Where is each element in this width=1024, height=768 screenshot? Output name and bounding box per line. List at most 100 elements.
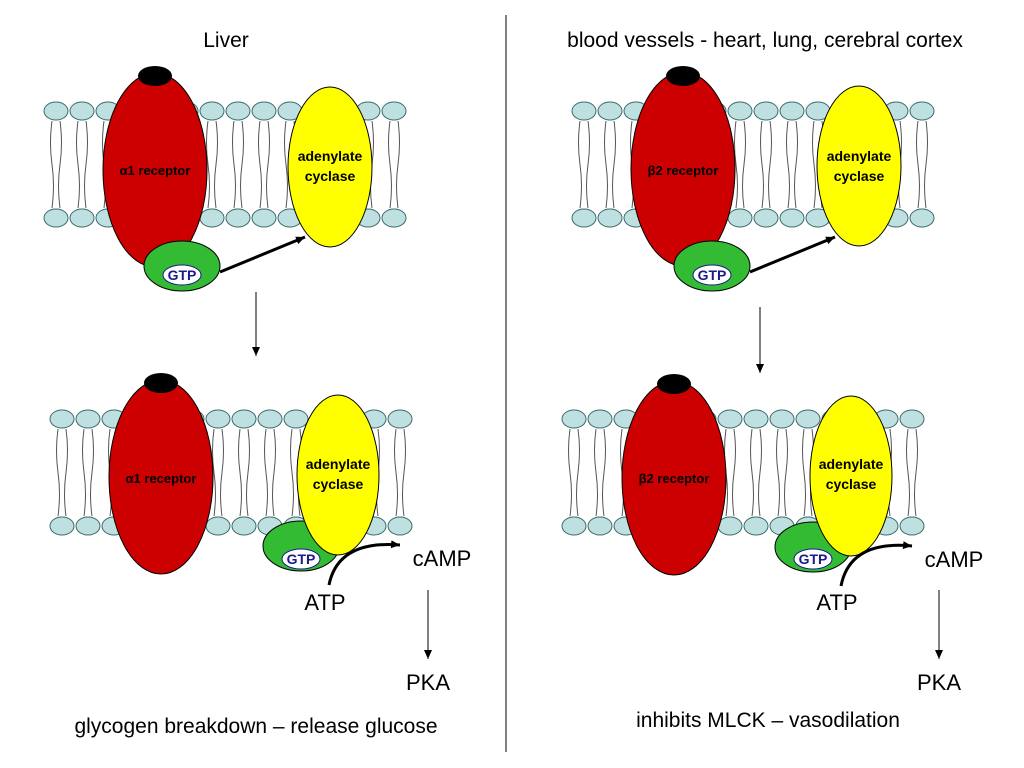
lipid-head bbox=[743, 409, 769, 429]
lipid-head bbox=[225, 208, 251, 228]
lipid-head bbox=[899, 516, 925, 536]
lipid-tail bbox=[284, 120, 288, 209]
lipid-head bbox=[231, 516, 257, 536]
conversion-arrow bbox=[839, 541, 913, 587]
lipid-head bbox=[597, 101, 623, 121]
lipid-head bbox=[779, 208, 805, 228]
lipid-tail bbox=[802, 428, 806, 517]
enzyme-label: cyclase bbox=[313, 476, 364, 492]
lipid-head bbox=[571, 101, 597, 121]
lipid-head bbox=[205, 516, 231, 536]
lipid-tail bbox=[576, 428, 580, 517]
receptor-label: β2 receptor bbox=[639, 471, 710, 486]
lipid-tail bbox=[768, 120, 772, 209]
lipid-tail bbox=[732, 428, 736, 517]
lipid-head bbox=[205, 409, 231, 429]
lipid-head bbox=[49, 409, 75, 429]
lipid-tail bbox=[290, 428, 294, 517]
lipid-tail bbox=[586, 120, 590, 209]
camp-label: cAMP bbox=[413, 546, 472, 571]
lipid-tail bbox=[784, 428, 788, 517]
lipid-tail bbox=[388, 120, 392, 209]
adenylate-cyclase bbox=[296, 394, 380, 556]
lipid-tail bbox=[924, 120, 928, 209]
lipid-head bbox=[587, 409, 613, 429]
lipid-head bbox=[717, 409, 743, 429]
lipid-tail bbox=[232, 120, 236, 209]
lipid-tail bbox=[734, 120, 738, 209]
activation-arrow bbox=[749, 235, 836, 274]
lipid-tail bbox=[264, 428, 268, 517]
lipid-tail bbox=[594, 428, 598, 517]
lipid-tail bbox=[272, 428, 276, 517]
camp-label: cAMP bbox=[925, 547, 984, 572]
lipid-head bbox=[75, 516, 101, 536]
lipid-tail bbox=[76, 120, 80, 209]
lipid-head bbox=[69, 208, 95, 228]
lipid-head bbox=[753, 208, 779, 228]
gtp-label: GTP bbox=[698, 267, 727, 283]
lipid-head bbox=[225, 101, 251, 121]
lipid-tail bbox=[394, 428, 398, 517]
lipid-head bbox=[795, 409, 821, 429]
lipid-tail bbox=[396, 120, 400, 209]
lipid-tail bbox=[240, 120, 244, 209]
conversion-arrow bbox=[327, 540, 401, 586]
lipid-head bbox=[251, 101, 277, 121]
receptor-label: α1 receptor bbox=[126, 471, 197, 486]
activation-arrow bbox=[219, 235, 306, 274]
enzyme-label: cyclase bbox=[834, 168, 885, 184]
lipid-head bbox=[561, 516, 587, 536]
gtp-badge bbox=[793, 548, 833, 570]
ligand bbox=[144, 373, 178, 393]
lipid-tail bbox=[906, 428, 910, 517]
enzyme-label: cyclase bbox=[826, 476, 877, 492]
lipid-head bbox=[43, 101, 69, 121]
lipid-tail bbox=[578, 120, 582, 209]
lipid-tail bbox=[612, 120, 616, 209]
atp-label: ATP bbox=[816, 590, 857, 615]
adenylate-cyclase bbox=[809, 395, 893, 557]
ligand bbox=[666, 66, 700, 86]
lipid-tail bbox=[220, 428, 224, 517]
lipid-tail bbox=[812, 120, 816, 209]
left-panel-title: Liver bbox=[203, 29, 249, 52]
lipid-head bbox=[387, 516, 413, 536]
adenylate-cyclase bbox=[816, 85, 902, 247]
gtp-badge bbox=[162, 264, 202, 286]
lipid-tail bbox=[90, 428, 94, 517]
lipid-head bbox=[387, 409, 413, 429]
ligand bbox=[138, 66, 172, 86]
enzyme-label: adenylate bbox=[819, 456, 884, 472]
lipid-tail bbox=[916, 120, 920, 209]
right-outcome: inhibits MLCK – vasodilation bbox=[636, 709, 900, 732]
lipid-tail bbox=[750, 428, 754, 517]
lipid-head bbox=[909, 101, 935, 121]
lipid-head bbox=[779, 101, 805, 121]
lipid-tail bbox=[84, 120, 88, 209]
lipid-head bbox=[231, 409, 257, 429]
lipid-tail bbox=[50, 120, 54, 209]
lipid-tail bbox=[266, 120, 270, 209]
lipid-tail bbox=[786, 120, 790, 209]
lipid-tail bbox=[212, 428, 216, 517]
lipid-head bbox=[251, 208, 277, 228]
lipid-head bbox=[743, 516, 769, 536]
gtp-badge bbox=[692, 264, 732, 286]
enzyme-label: cyclase bbox=[305, 168, 356, 184]
gtp-label: GTP bbox=[799, 551, 828, 567]
lipid-tail bbox=[914, 428, 918, 517]
lipid-tail bbox=[246, 428, 250, 517]
atp-label: ATP bbox=[304, 590, 345, 615]
right-panel-title: blood vessels - heart, lung, cerebral co… bbox=[567, 29, 963, 52]
lipid-tail bbox=[206, 120, 210, 209]
gtp-label: GTP bbox=[287, 551, 316, 567]
lipid-head bbox=[769, 409, 795, 429]
enzyme-label: adenylate bbox=[298, 148, 363, 164]
lipid-head bbox=[727, 101, 753, 121]
lipid-tail bbox=[604, 120, 608, 209]
lipid-head bbox=[727, 208, 753, 228]
lipid-head bbox=[75, 409, 101, 429]
lipid-tail bbox=[760, 120, 764, 209]
